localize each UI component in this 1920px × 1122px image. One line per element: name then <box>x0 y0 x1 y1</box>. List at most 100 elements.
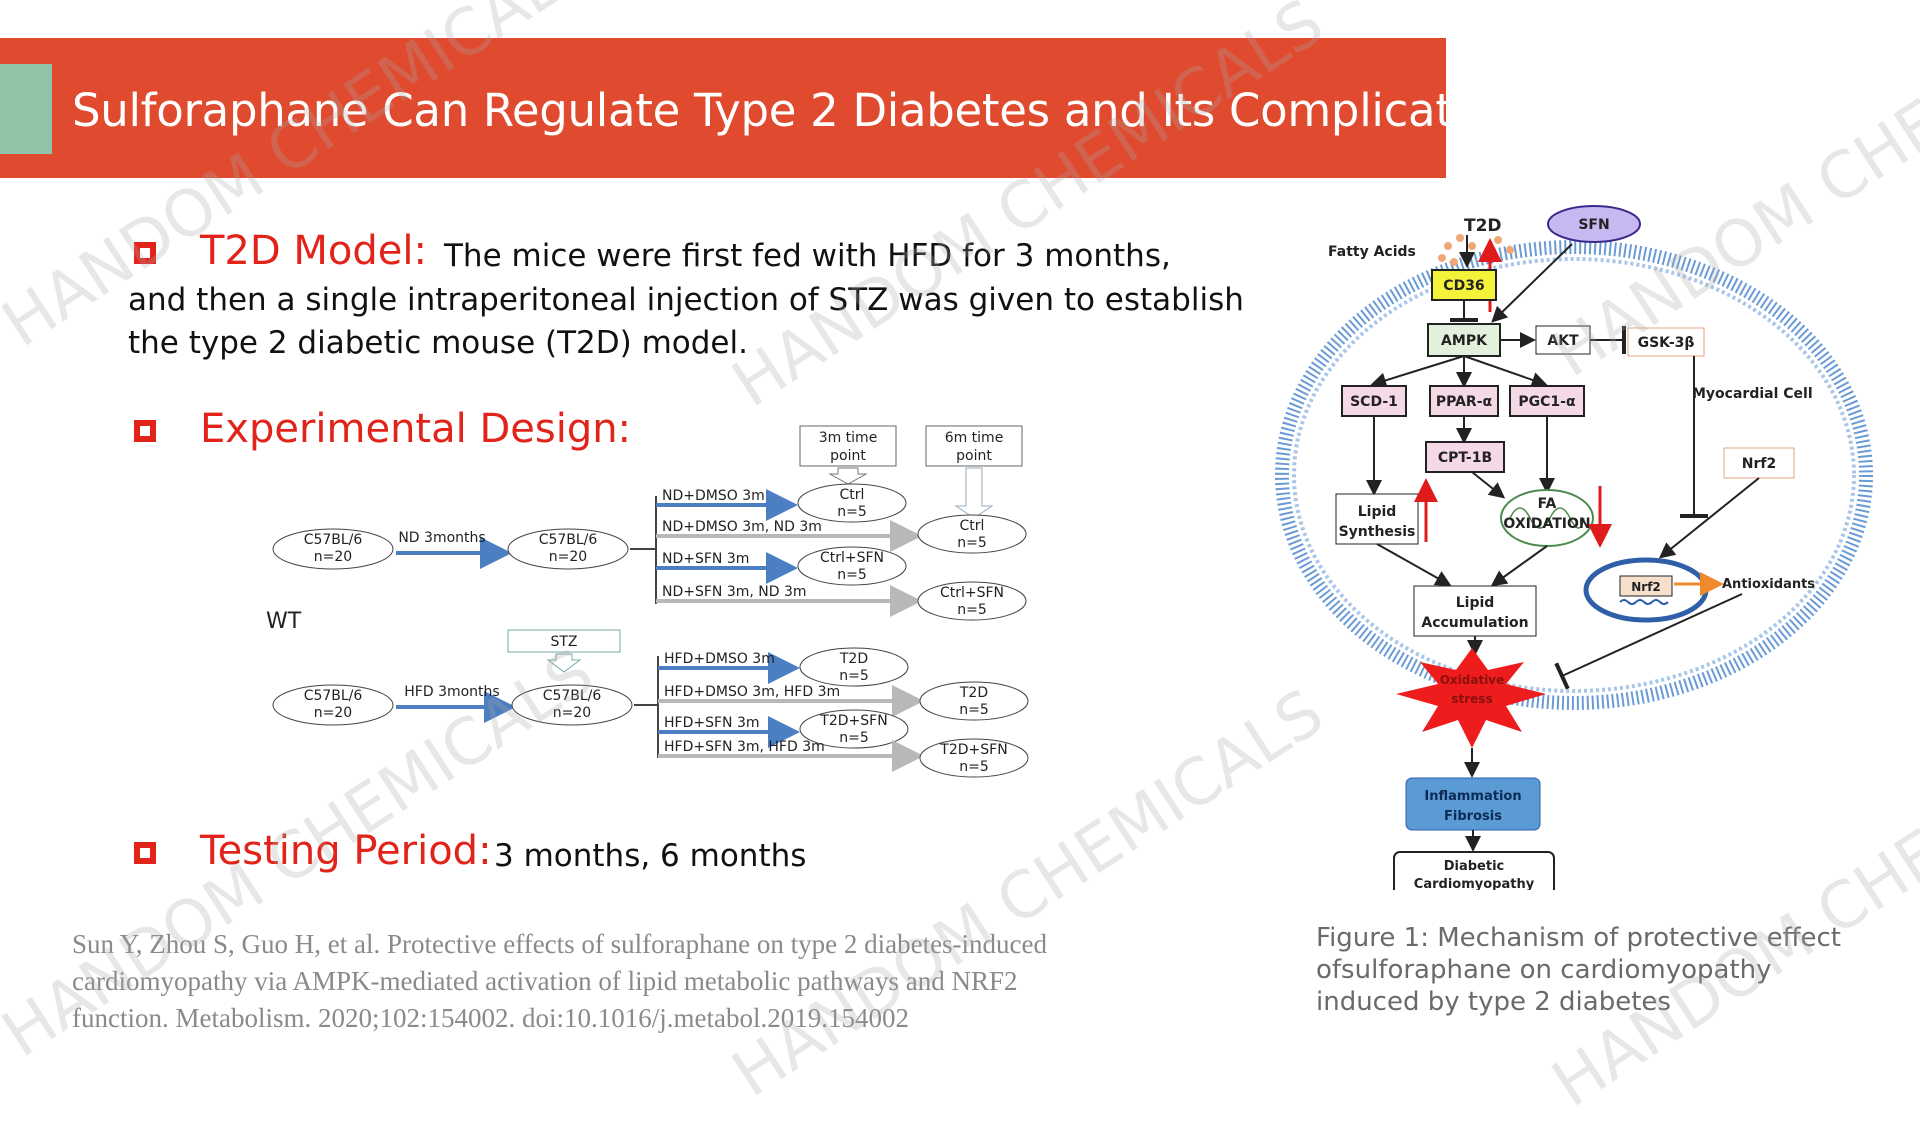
nd-start-ellipse <box>272 528 394 570</box>
hfd-start-label: n=20 <box>314 705 352 721</box>
hfd-outcome-label: n=5 <box>959 759 989 775</box>
nd-outcome-label: n=5 <box>957 535 987 551</box>
hfd-mid-ellipse <box>511 684 633 726</box>
experimental-design-diagram: WT 3m time point 6m time point C57BL/6 n… <box>266 425 1029 778</box>
cell-membrane <box>1275 240 1873 710</box>
figure-caption: Figure 1: Mechanism of protective effect… <box>1316 922 1876 1018</box>
nd-group-label: ND+SFN 3m, ND 3m <box>662 584 807 600</box>
nd-group-label: ND+DMSO 3m, ND 3m <box>662 519 822 535</box>
cd36-label: CD36 <box>1443 278 1484 294</box>
cpt-label: CPT-1B <box>1438 450 1492 466</box>
nd-mid-ellipse <box>507 528 629 570</box>
hfd-start-label: C57BL/6 <box>304 688 363 704</box>
hfd-group-label: HFD+DMSO 3m, HFD 3m <box>664 684 840 700</box>
hfd-outcome-label: n=5 <box>839 668 869 684</box>
ampk-label: AMPK <box>1441 333 1488 349</box>
diabetic-cardiomyopathy-node <box>1393 851 1555 890</box>
time-3m-arrow <box>828 467 868 485</box>
lipid-accumulation-node <box>1413 585 1537 637</box>
ppar-label: PPAR-α <box>1436 394 1493 410</box>
citation: Sun Y, Zhou S, Guo H, et al. Protective … <box>72 926 1272 1037</box>
nd-start-label: C57BL/6 <box>304 532 363 548</box>
time-3m-label: 3m time <box>819 430 878 446</box>
t2d-label: T2D <box>1464 216 1502 236</box>
hfd-group-label: HFD+SFN 3m <box>664 715 760 731</box>
title-accent-block <box>0 64 52 154</box>
model-text-line2: and then a single intraperitoneal inject… <box>128 282 1244 318</box>
time-6m-box <box>925 425 1023 467</box>
fatty-acids-label: Fatty Acids <box>1328 244 1416 260</box>
inflammation-fibrosis-label: Fibrosis <box>1444 809 1502 824</box>
pgc-node <box>1509 385 1585 417</box>
figure-caption-line: induced by type 2 diabetes <box>1316 987 1671 1017</box>
figure-caption-line: Figure 1: Mechanism of protective effect <box>1316 923 1841 953</box>
hfd-outcome-label: T2D+SFN <box>939 742 1007 758</box>
fa-oxidation-label: OXIDATION <box>1503 516 1590 532</box>
bullet-square-icon <box>134 242 156 264</box>
time-3m-label: point <box>830 448 866 464</box>
cpt-node <box>1425 441 1505 473</box>
oxidative-stress-label: stress <box>1451 692 1492 706</box>
lipid-accumulation-label: Accumulation <box>1421 615 1528 631</box>
nd-mid-label: n=20 <box>549 549 587 565</box>
nd-mid-label: C57BL/6 <box>539 532 598 548</box>
lipid-synthesis-label: Lipid <box>1358 504 1397 520</box>
time-6m-label: point <box>956 448 992 464</box>
title-banner <box>0 38 1446 178</box>
scd1-label: SCD-1 <box>1350 394 1398 410</box>
citation-line: function. Metabolism. 2020;102:154002. d… <box>72 1003 909 1033</box>
gsk-node <box>1627 327 1705 357</box>
hfd-start-ellipse <box>272 684 394 726</box>
nd-arrow-label: ND 3months <box>398 530 485 546</box>
fa-oxidation-label: FA <box>1538 496 1557 512</box>
oxidative-stress-label: Oxidative <box>1440 673 1505 687</box>
nd-outcome-label: Ctrl+SFN <box>820 550 884 566</box>
lipid-synthesis-node <box>1335 493 1419 545</box>
ampk-node <box>1427 323 1501 357</box>
hfd-outcome-label: n=5 <box>959 702 989 718</box>
diabetic-cardiomyopathy-label: Cardiomyopathy <box>1414 877 1535 890</box>
bullet-square-icon <box>134 420 156 442</box>
nd-outcome-label: n=5 <box>837 504 867 520</box>
time-6m-label: 6m time <box>945 430 1004 446</box>
citation-line: cardiomyopathy via AMPK-mediated activat… <box>72 966 1018 996</box>
wt-label: WT <box>266 609 302 634</box>
nd-outcome-label: n=5 <box>837 567 867 583</box>
myocardial-cell-label: Myocardial Cell <box>1692 386 1813 402</box>
oxidative-stress-burst <box>1396 648 1546 748</box>
lipid-synthesis-label: Synthesis <box>1339 524 1416 540</box>
sfn-node <box>1547 205 1641 243</box>
hfd-arrow-label: HFD 3months <box>404 684 499 700</box>
mechanism-figure: T2D SFN Fatty Acids CD36 AMPK AKT GSK-3β… <box>1275 205 1873 890</box>
nuclear-nrf2-node <box>1619 575 1673 597</box>
stz-box <box>507 629 621 653</box>
nd-outcome-label: n=5 <box>957 602 987 618</box>
nd-outcome-label: Ctrl <box>840 487 865 503</box>
gsk-label: GSK-3β <box>1638 335 1695 351</box>
hfd-outcome-label: T2D <box>839 651 868 667</box>
hfd-outcome-label: T2D+SFN <box>819 713 887 729</box>
testing-text: 3 months, 6 months <box>494 838 807 874</box>
model-heading: T2D Model: <box>200 228 427 274</box>
hfd-outcome-label: n=5 <box>839 730 869 746</box>
nd-group-label: ND+DMSO 3m <box>662 488 765 504</box>
akt-label: AKT <box>1547 333 1579 349</box>
time-6m-arrow <box>954 467 994 519</box>
inflammation-fibrosis-label: Inflammation <box>1424 789 1521 804</box>
fatty-acid-dots <box>1438 234 1514 266</box>
design-heading: Experimental Design: <box>200 406 632 452</box>
hfd-group-label: HFD+DMSO 3m <box>664 651 775 667</box>
nd-outcome-label: Ctrl+SFN <box>940 585 1004 601</box>
nrf2-label: Nrf2 <box>1742 456 1776 472</box>
nd-outcome-label: Ctrl <box>960 518 985 534</box>
akt-node <box>1535 325 1591 355</box>
hfd-outcome-label: T2D <box>959 685 988 701</box>
testing-heading: Testing Period: <box>200 828 492 874</box>
bullet-square-icon <box>134 842 156 864</box>
hfd-group-label: HFD+SFN 3m, HFD 3m <box>664 739 825 755</box>
diabetic-cardiomyopathy-label: Diabetic <box>1444 859 1505 874</box>
antioxidants-label: Antioxidants <box>1722 577 1815 592</box>
model-text-line1: The mice were first fed with HFD for 3 m… <box>444 238 1171 274</box>
nuclear-nrf2-label: Nrf2 <box>1631 580 1661 594</box>
ppar-node <box>1429 385 1499 417</box>
